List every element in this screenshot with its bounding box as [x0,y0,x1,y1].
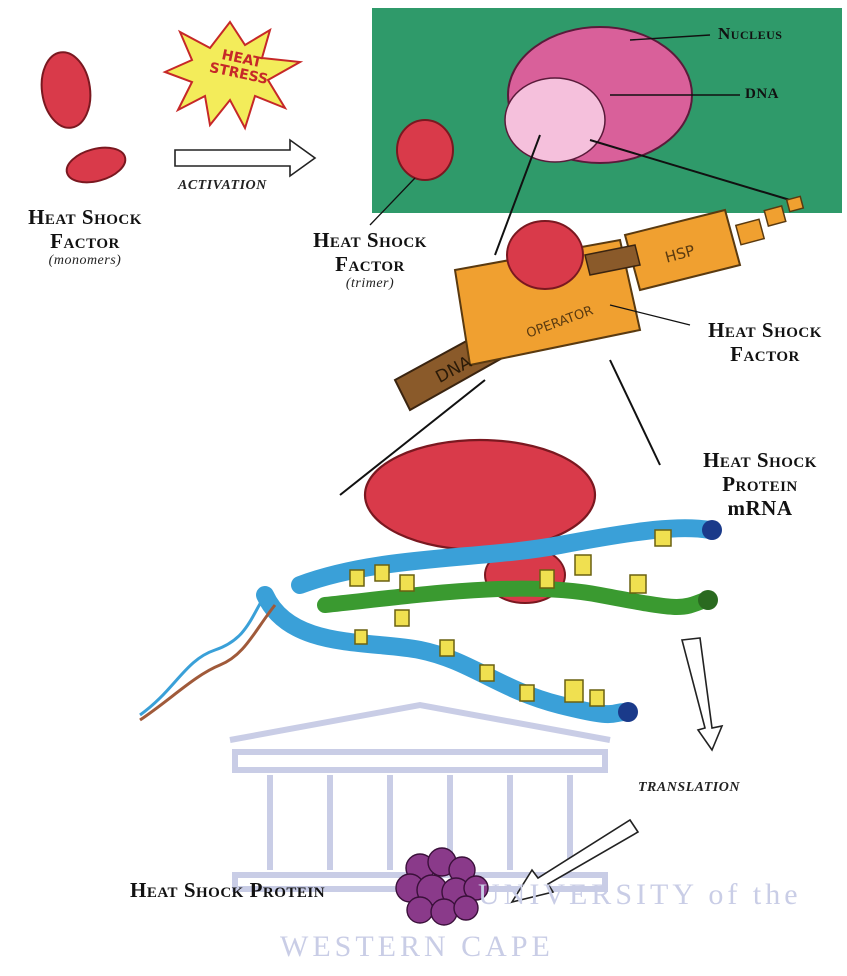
zoom-line-2-right [610,360,660,465]
hsf-bound-line2: Factor [690,342,840,366]
green-strand-end [698,590,718,610]
translation-label: TRANSLATION [638,780,740,796]
hsf-monomer-2 [63,142,129,188]
hsf-trimer-label: Heat Shock Factor (trimer) [280,228,460,292]
mrna-label: Heat Shock Protein mRNA [680,448,840,520]
hsf-monomers-line1: Heat Shock [0,205,170,229]
hsp-final-label: Heat Shock Protein [130,878,325,902]
blue-bottom-end [618,702,638,722]
translation-arrow [682,638,722,750]
hsf-bound-label: Heat Shock Factor [690,318,840,366]
polymerase [365,440,595,550]
double-helix-a [140,595,265,715]
hsf-monomers-label: Heat Shock Factor (monomers) [0,205,170,269]
hsf-monomer-1 [37,49,95,131]
mrna-line1: Heat Shock [680,448,840,472]
nucleus-label: Nucleus [718,24,782,44]
hsf-bound-trimer [507,221,583,289]
hsf-bound-line1: Heat Shock [690,318,840,342]
hsf-trimer-line2: Factor [280,252,460,276]
hsf-trimer-sub: (trimer) [280,276,460,292]
activation-arrow [175,140,315,176]
watermark-line1: UNIVERSITY of the [478,878,802,912]
double-helix-b [140,605,275,720]
hsf-trimer [397,120,453,180]
watermark-line2: WESTERN CAPE [280,930,554,964]
heat-shock-protein-cluster [396,848,488,925]
hsf-monomers-line2: Factor [0,229,170,253]
hsf-trimer-line1: Heat Shock [280,228,460,252]
hsf-monomers-sub: (monomers) [0,253,170,269]
dna-label: DNA [745,86,779,103]
activation-label: ACTIVATION [178,178,267,194]
mrna-line3: mRNA [680,496,840,520]
dna-core [505,78,605,162]
blue-strand-end [702,520,722,540]
mrna-line2: Protein [680,472,840,496]
